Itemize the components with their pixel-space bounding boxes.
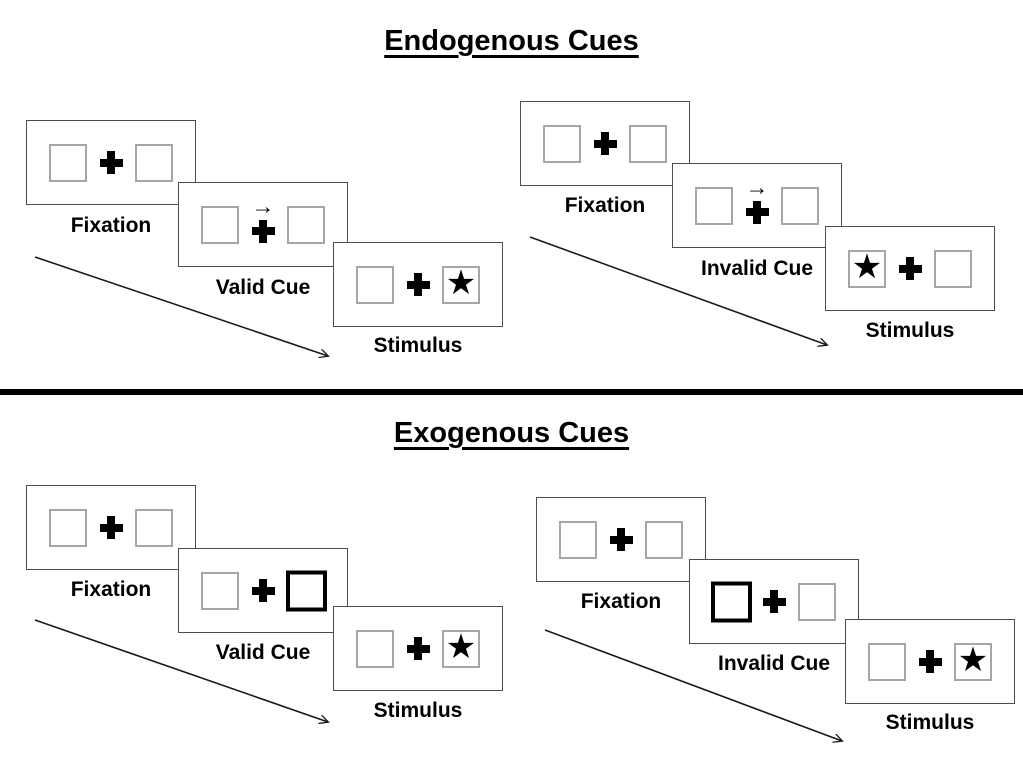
plus-icon	[406, 637, 430, 660]
cue-arrow-icon: →	[745, 174, 769, 200]
exogenous-valid-cue-panel	[178, 548, 348, 633]
panel-label: Fixation	[580, 590, 662, 613]
plus-icon	[406, 273, 430, 296]
star-icon: ★	[957, 641, 989, 679]
plus-icon	[898, 257, 922, 280]
panel-label: Stimulus	[373, 334, 463, 357]
sequence-arrow-exogenous-valid	[34, 619, 328, 722]
panel-label: Stimulus	[885, 711, 975, 734]
left-location-box	[543, 124, 581, 163]
left-location-box	[356, 265, 394, 304]
plus-icon	[918, 650, 942, 673]
left-location-box	[49, 143, 87, 182]
panel-label: Stimulus	[865, 319, 955, 342]
plus-icon	[609, 528, 633, 551]
right-location-box	[135, 143, 173, 182]
exogenous-invalid-fixation-panel	[536, 497, 706, 582]
plus-icon	[99, 516, 123, 539]
exogenous-valid-fixation-panel	[26, 485, 196, 570]
cue-arrow-icon: →	[251, 193, 275, 219]
panel-label: Invalid Cue	[717, 652, 831, 675]
left-location-box	[559, 520, 597, 559]
left-location-box: ★	[848, 248, 886, 288]
plus-icon	[251, 219, 275, 243]
plus-icon	[593, 132, 617, 155]
sequence-arrow-exogenous-invalid	[544, 629, 842, 741]
panel-label: Fixation	[564, 194, 646, 217]
endogenous-invalid-cue-panel: →	[672, 163, 842, 248]
panel-label: Valid Cue	[215, 641, 311, 664]
right-location-box	[629, 124, 667, 163]
exogenous-invalid-cue-panel	[689, 559, 859, 644]
sequence-arrow-endogenous-valid	[34, 256, 328, 356]
sequence-arrow-endogenous-invalid	[529, 236, 827, 345]
right-location-box	[135, 508, 173, 547]
exogenous-invalid-stimulus-panel: ★	[845, 619, 1015, 704]
right-location-box: ★	[954, 641, 992, 681]
plus-icon	[745, 200, 769, 224]
endogenous-invalid-stimulus-panel: ★	[825, 226, 995, 311]
endogenous-valid-cue-panel: →	[178, 182, 348, 267]
panel-label: Fixation	[70, 578, 152, 601]
star-icon: ★	[445, 628, 477, 666]
section-divider	[0, 389, 1023, 395]
right-location-box	[287, 205, 325, 244]
left-location-box	[201, 205, 239, 244]
endogenous-valid-fixation-panel	[26, 120, 196, 205]
section-title-endogenous: Endogenous Cues	[384, 25, 639, 57]
panel-label: Valid Cue	[215, 276, 311, 299]
endogenous-invalid-fixation-panel	[520, 101, 690, 186]
left-location-box	[356, 629, 394, 668]
right-location-box: ★	[442, 628, 480, 668]
left-location-box	[49, 508, 87, 547]
star-icon: ★	[445, 264, 477, 302]
cue-box	[286, 570, 327, 611]
plus-icon	[251, 579, 275, 602]
left-location-box	[201, 571, 239, 610]
right-location-box	[781, 186, 819, 225]
plus-icon	[99, 151, 123, 174]
right-location-box	[645, 520, 683, 559]
section-title-exogenous: Exogenous Cues	[393, 417, 630, 449]
right-location-box	[934, 249, 972, 288]
left-location-box	[868, 642, 906, 681]
panel-label: Fixation	[70, 214, 152, 237]
endogenous-valid-stimulus-panel: ★	[333, 242, 503, 327]
panel-label: Stimulus	[373, 699, 463, 722]
plus-icon	[762, 590, 786, 613]
left-location-box	[695, 186, 733, 225]
star-icon: ★	[851, 248, 883, 286]
panel-label: Invalid Cue	[700, 257, 814, 280]
exogenous-valid-stimulus-panel: ★	[333, 606, 503, 691]
cue-box	[711, 581, 752, 622]
right-location-box	[798, 582, 836, 621]
right-location-box: ★	[442, 264, 480, 304]
